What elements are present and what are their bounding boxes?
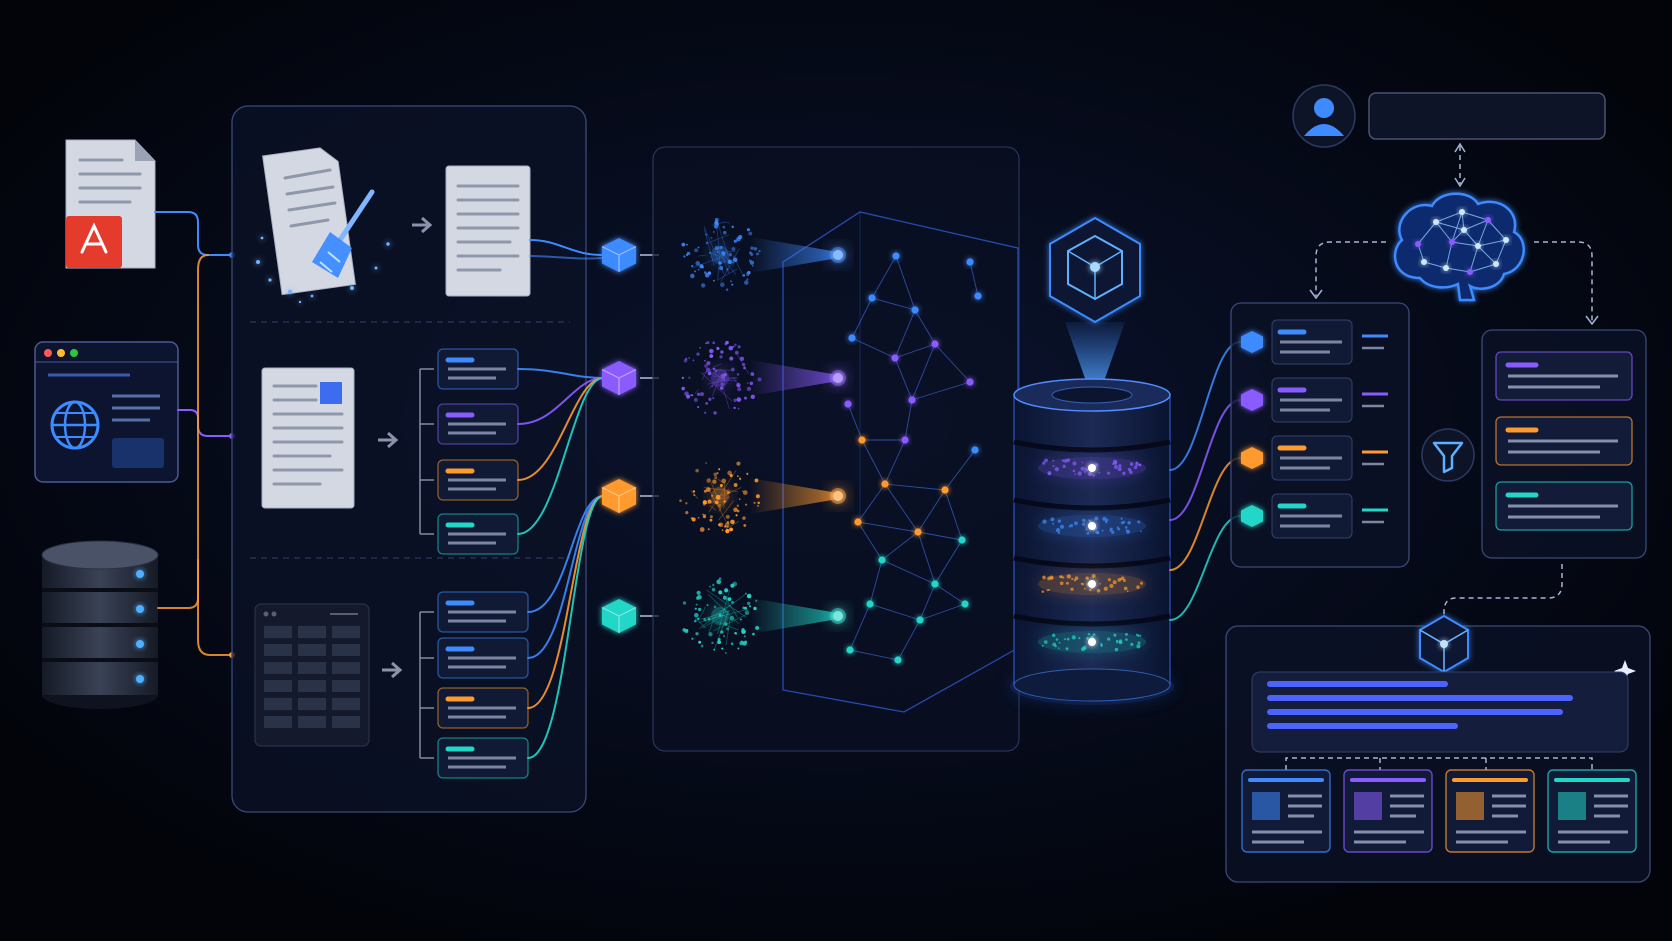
brain-node	[1449, 239, 1455, 245]
user-query	[1293, 85, 1355, 147]
brain-node	[1493, 261, 1499, 267]
source-web-page	[35, 342, 178, 482]
graph-node	[892, 252, 899, 259]
chunk-card	[438, 638, 528, 678]
graph-node	[914, 528, 921, 535]
source-card	[1446, 770, 1534, 852]
reranked-chunk	[1496, 417, 1632, 465]
database-layer	[1038, 631, 1146, 653]
brain-node	[1443, 265, 1449, 271]
graph-node	[911, 306, 918, 313]
graph-node	[858, 436, 865, 443]
brain-node	[1461, 227, 1467, 233]
chunk-card	[438, 514, 518, 554]
reranked-chunk	[1496, 482, 1632, 530]
graph-node	[878, 556, 885, 563]
source-card	[1548, 770, 1636, 852]
source-pdf	[66, 140, 155, 268]
generated-answer	[1252, 672, 1628, 752]
brain-node	[1475, 243, 1481, 249]
brain-node	[1467, 269, 1473, 275]
rerank-filter	[1422, 429, 1474, 481]
reranked-chunks	[1496, 352, 1632, 530]
graph-node	[844, 400, 851, 407]
cleaned-document	[446, 166, 530, 296]
chunk-card	[438, 404, 518, 444]
chunk-card	[438, 460, 518, 500]
brain-node	[1459, 209, 1465, 215]
graph-node	[958, 536, 965, 543]
chunk-card	[438, 688, 528, 728]
source-card	[1344, 770, 1432, 852]
brain-node	[1433, 219, 1439, 225]
graph-node	[891, 354, 898, 361]
graph-node	[848, 334, 855, 341]
graph-node	[881, 480, 888, 487]
chunk-card	[438, 592, 528, 632]
database-top-inner	[1052, 387, 1132, 403]
graph-node	[941, 486, 948, 493]
database-base	[1014, 669, 1170, 701]
database-layer	[1038, 515, 1146, 537]
graph-node	[961, 600, 968, 607]
brain-node	[1415, 241, 1421, 247]
reranked-chunk	[1496, 352, 1632, 400]
brain-node	[1503, 237, 1509, 243]
graph-node	[916, 616, 923, 623]
vector-database	[1010, 379, 1174, 705]
graph-node	[868, 294, 875, 301]
graph-node	[971, 446, 978, 453]
source-card	[1242, 770, 1330, 852]
graph-node	[931, 580, 938, 587]
database-layer	[1038, 457, 1146, 479]
brain-node	[1485, 217, 1491, 223]
graph-node	[908, 396, 915, 403]
brain-node	[1421, 259, 1427, 265]
embedding-space-panel	[653, 147, 1019, 751]
graph-node	[974, 292, 981, 299]
graph-node	[931, 340, 938, 347]
graph-node	[966, 378, 973, 385]
graph-node	[901, 436, 908, 443]
graph-node	[846, 646, 853, 653]
chunk-card	[438, 349, 518, 389]
graph-node	[966, 258, 973, 265]
graph-node	[866, 600, 873, 607]
graph-node	[894, 656, 901, 663]
graph-node	[854, 518, 861, 525]
source-database	[42, 541, 158, 709]
chunk-card	[438, 738, 528, 778]
query-input[interactable]	[1369, 93, 1605, 139]
pdf-document-icon	[66, 216, 122, 268]
database-layer	[1038, 573, 1146, 595]
